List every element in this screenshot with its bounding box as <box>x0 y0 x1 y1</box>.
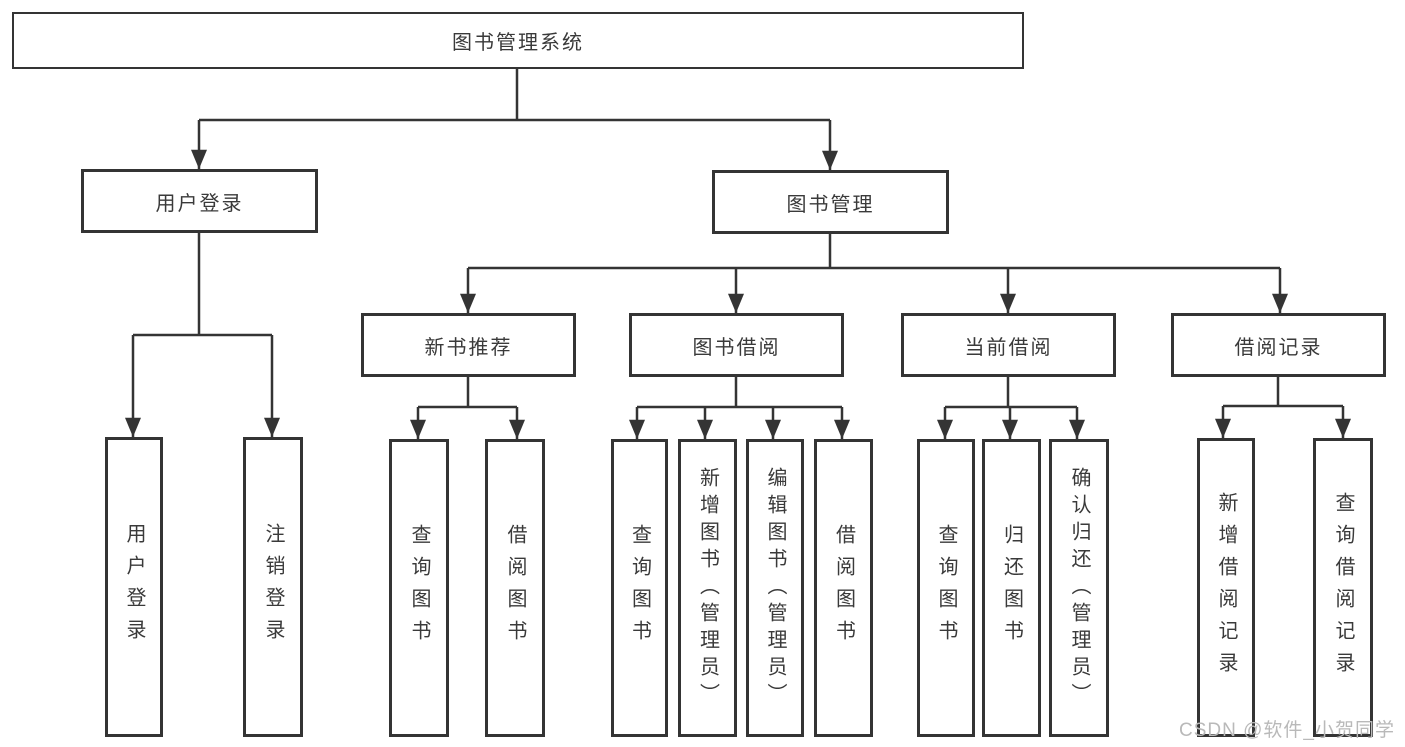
node-borrowing-records: 借阅记录 <box>1171 313 1386 377</box>
leaf-borrow-books-borrowing: 借阅图书 <box>814 439 873 737</box>
leaf-query-books-borrowing: 查询图书 <box>611 439 668 737</box>
node-book-management: 图书管理 <box>712 170 949 234</box>
leaf-return-books: 归还图书 <box>982 439 1041 737</box>
leaf-query-books-recommend: 查询图书 <box>389 439 449 737</box>
node-user-login: 用户登录 <box>81 169 318 233</box>
node-book-borrowing: 图书借阅 <box>629 313 844 377</box>
leaf-edit-books-admin: 编辑图书（管理员） <box>746 439 804 737</box>
leaf-borrow-books-recommend: 借阅图书 <box>485 439 545 737</box>
leaf-logout-login: 注销登录 <box>243 437 303 737</box>
leaf-user-login: 用户登录 <box>105 437 163 737</box>
node-new-book-recommendation: 新书推荐 <box>361 313 576 377</box>
leaf-query-borrow-record: 查询借阅记录 <box>1313 438 1373 737</box>
csdn-watermark: CSDN @软件_小贺同学 <box>1179 720 1395 741</box>
leaf-confirm-return-admin: 确认归还（管理员） <box>1049 439 1109 737</box>
node-root: 图书管理系统 <box>12 12 1024 69</box>
node-current-borrowing: 当前借阅 <box>901 313 1116 377</box>
leaf-add-books-admin: 新增图书（管理员） <box>678 439 737 737</box>
leaf-add-borrow-record: 新增借阅记录 <box>1197 438 1255 737</box>
leaf-query-books-current: 查询图书 <box>917 439 975 737</box>
